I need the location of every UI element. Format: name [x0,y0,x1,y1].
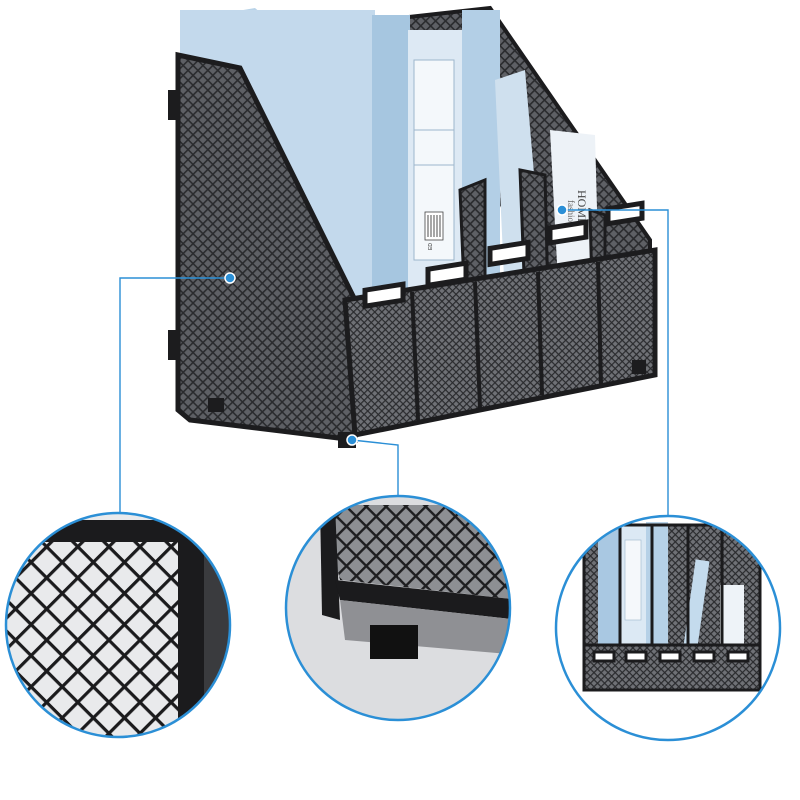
label-holder-1 [362,281,406,310]
label-holder-5 [605,200,645,227]
main-organizer: HOME fashion ED [168,5,658,448]
foot-left [208,398,224,412]
magazine-title: HOME [575,190,589,225]
label-holder-2 [425,260,469,289]
label-holder-3 [487,239,531,268]
magazine-subtitle: fashion [566,200,576,227]
detail-mesh-panel [4,511,232,739]
binder-spine-text: ED [428,243,434,250]
foot-right [632,360,646,374]
binder-2 [372,15,410,310]
label-holders [362,200,645,310]
callout-lines [119,209,669,517]
front-label-band [342,247,658,439]
detail-base-foot [284,494,512,722]
callout-dots [224,204,568,446]
label-holder-4 [547,219,589,246]
detail-front-view [554,514,782,742]
